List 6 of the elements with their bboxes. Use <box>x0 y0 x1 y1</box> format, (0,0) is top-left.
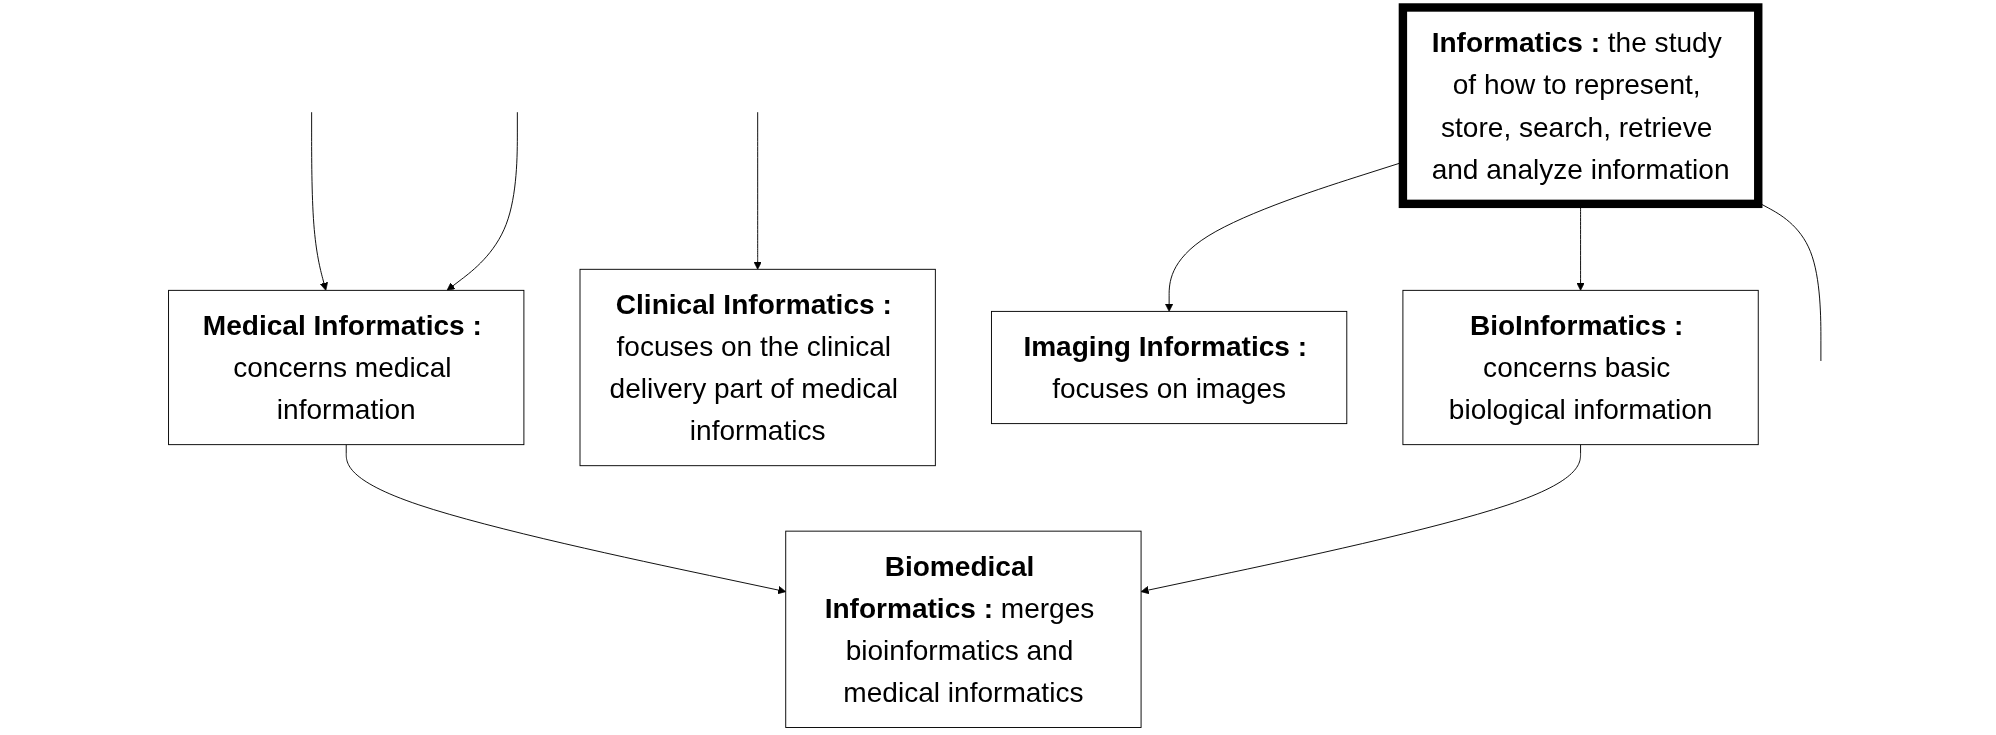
node-box: Informatics : the study of how to represent, store, search, retrieve and analyze information <box>1398 3 1763 209</box>
node-box: Imaging Informatics : focuses on images <box>991 310 1348 425</box>
node-box: BioInformatics : concerns basic biological information <box>1402 289 1759 446</box>
node-box: Medical Informatics : concerns medical information <box>168 289 525 446</box>
node-box: Biomedical Informatics : merges bioinformatics and medical informatics <box>785 530 1142 728</box>
node-box: Clinical Informatics : focuses on the clinical delivery part of medical informatics <box>579 268 936 467</box>
